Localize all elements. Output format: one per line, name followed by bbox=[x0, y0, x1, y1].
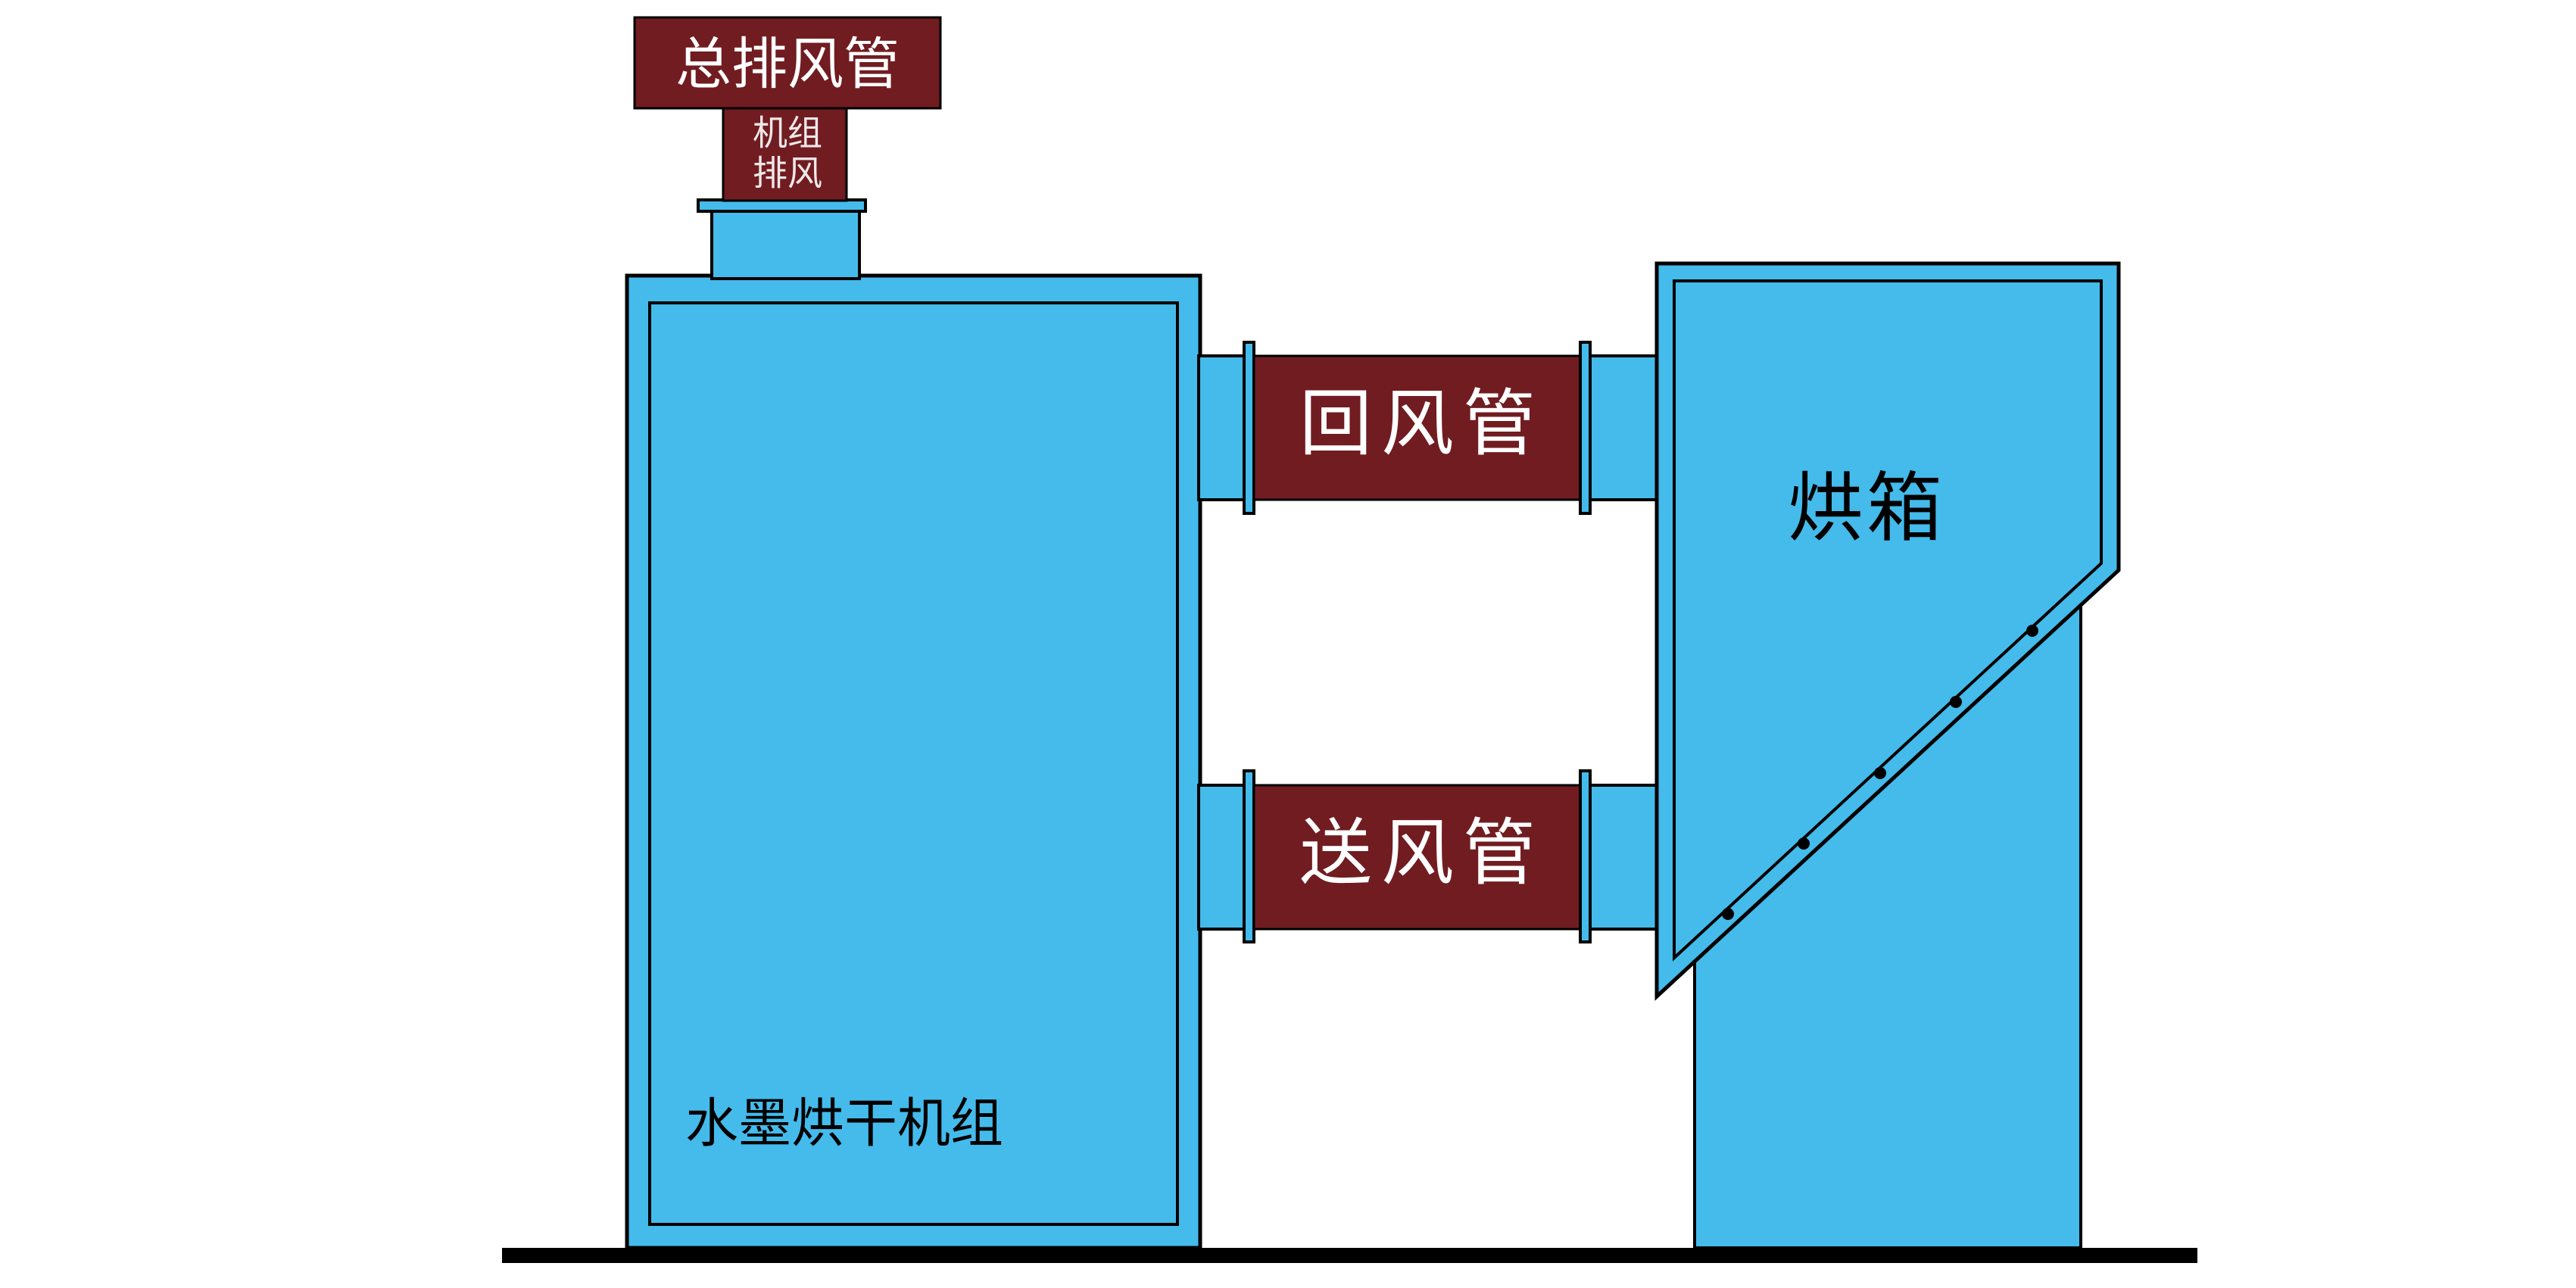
return-duct-label: 回风管 bbox=[1299, 384, 1545, 465]
supply-duct-left-stub bbox=[1197, 784, 1246, 931]
oven-label: 烘箱 bbox=[1788, 467, 1945, 551]
return-duct: 回风管 bbox=[1197, 341, 1659, 515]
rivet-dot bbox=[1874, 767, 1886, 779]
exhaust-stack: 机组 排风 总排风管 bbox=[633, 16, 942, 280]
rivet-dot bbox=[1798, 837, 1810, 850]
return-duct-left-stub bbox=[1197, 354, 1246, 501]
dryer-unit-label: 水墨烘干机组 bbox=[685, 1096, 1003, 1154]
return-duct-box bbox=[1252, 354, 1582, 501]
unit-exhaust-label-line1: 机组 bbox=[753, 114, 822, 153]
return-duct-left-flange bbox=[1243, 341, 1255, 515]
rivet-dot bbox=[1722, 908, 1734, 920]
supply-duct-right-stub bbox=[1589, 784, 1659, 931]
supply-duct-box bbox=[1252, 784, 1582, 931]
unit-exhaust-label-line2: 排风 bbox=[753, 154, 822, 193]
supply-duct-left-flange bbox=[1243, 769, 1255, 943]
dryer-unit: 水墨烘干机组 bbox=[625, 273, 1202, 1250]
oven-upper-body bbox=[1654, 261, 2121, 1001]
supply-duct-label: 送风管 bbox=[1299, 813, 1545, 894]
dryer-unit-inner-border bbox=[648, 301, 1179, 1226]
rivet-dot bbox=[2026, 625, 2038, 637]
main-exhaust-box bbox=[633, 16, 942, 110]
oven-inner-border bbox=[1673, 279, 2103, 962]
dryer-unit-body bbox=[625, 273, 1202, 1250]
ground-line bbox=[502, 1248, 2197, 1263]
exhaust-stack-stub bbox=[710, 209, 861, 280]
return-duct-right-stub bbox=[1589, 354, 1659, 501]
supply-duct: 送风管 bbox=[1197, 769, 1659, 943]
main-exhaust-label: 总排风管 bbox=[675, 34, 900, 96]
oven-unit: 烘箱 bbox=[1654, 261, 2121, 1249]
rivet-dot bbox=[1950, 696, 1962, 708]
